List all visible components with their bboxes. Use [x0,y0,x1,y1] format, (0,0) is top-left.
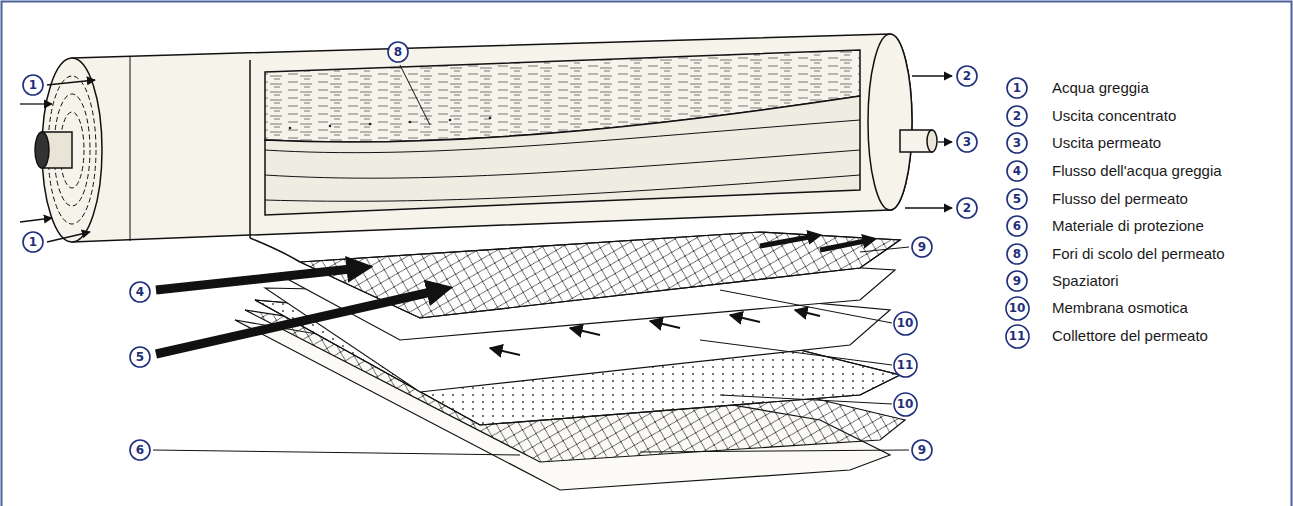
callout-number: 2 [956,197,978,219]
callout-number: 8 [387,41,409,63]
flow-lines [20,76,952,242]
callout-text: 1 [22,74,44,96]
callout-text: 1 [1006,77,1028,99]
callout-text: 8 [387,41,409,63]
callout-number: 1 [22,231,44,253]
membrane-module [35,34,937,262]
callout-number: 5 [129,346,151,368]
callout-text: 6 [129,439,151,461]
legend-text: Spaziatori [1052,272,1119,290]
legend-text: Collettore del permeato [1052,327,1208,345]
callout-text: 1 [22,231,44,253]
legend-text: Membrana osmotica [1052,299,1188,317]
callout-text: 10 [1005,296,1030,321]
callout-text: 10 [893,392,918,417]
callout-number: 10 [893,392,918,417]
callout-text: 3 [956,131,978,153]
callout-number: 9 [1006,270,1028,292]
callout-text: 5 [1006,188,1028,210]
legend-text: Flusso del permeato [1052,190,1188,208]
callout-number: 3 [956,131,978,153]
callout-number: 4 [129,281,151,303]
callout-text: 4 [1006,160,1028,182]
callout-number: 5 [1006,188,1028,210]
legend-text: Fori di scolo del permeato [1052,245,1225,263]
callout-number: 6 [129,439,151,461]
permeate-flow-arrows [490,310,820,355]
callout-number: 11 [893,353,918,378]
callout-text: 2 [1006,105,1028,127]
callout-text: 2 [956,65,978,87]
callout-text: 11 [1005,324,1030,349]
big-flow-arrows [156,268,440,354]
callout-number: 1 [1006,77,1028,99]
legend-text: Acqua greggia [1052,79,1149,97]
callout-text: 2 [956,197,978,219]
callout-number: 4 [1006,160,1028,182]
callout-number: 9 [911,236,933,258]
callout-text: 9 [1006,270,1028,292]
callout-number: 10 [893,311,918,336]
callout-number: 9 [911,439,933,461]
callout-number: 10 [1005,296,1030,321]
callout-number: 2 [956,65,978,87]
leader-lines [153,65,909,455]
callout-text: 8 [1006,243,1028,265]
legend-text: Materiale di protezione [1052,217,1204,235]
legend-text: Flusso dell'acqua greggia [1052,162,1222,180]
callout-text: 9 [911,439,933,461]
callout-number: 11 [1005,324,1030,349]
flow-arrows [760,236,870,250]
callout-text: 5 [129,346,151,368]
callout-number: 3 [1006,132,1028,154]
callout-text: 10 [893,311,918,336]
callout-text: 3 [1006,132,1028,154]
callout-text: 4 [129,281,151,303]
callout-number: 6 [1006,215,1028,237]
callout-number: 2 [1006,105,1028,127]
callout-text: 11 [893,353,918,378]
legend-text: Uscita concentrato [1052,107,1176,125]
callout-number: 1 [22,74,44,96]
legend-text: Uscita permeato [1052,134,1161,152]
callout-text: 9 [911,236,933,258]
drain-holes [289,117,492,130]
callout-number: 8 [1006,243,1028,265]
callout-text: 6 [1006,215,1028,237]
